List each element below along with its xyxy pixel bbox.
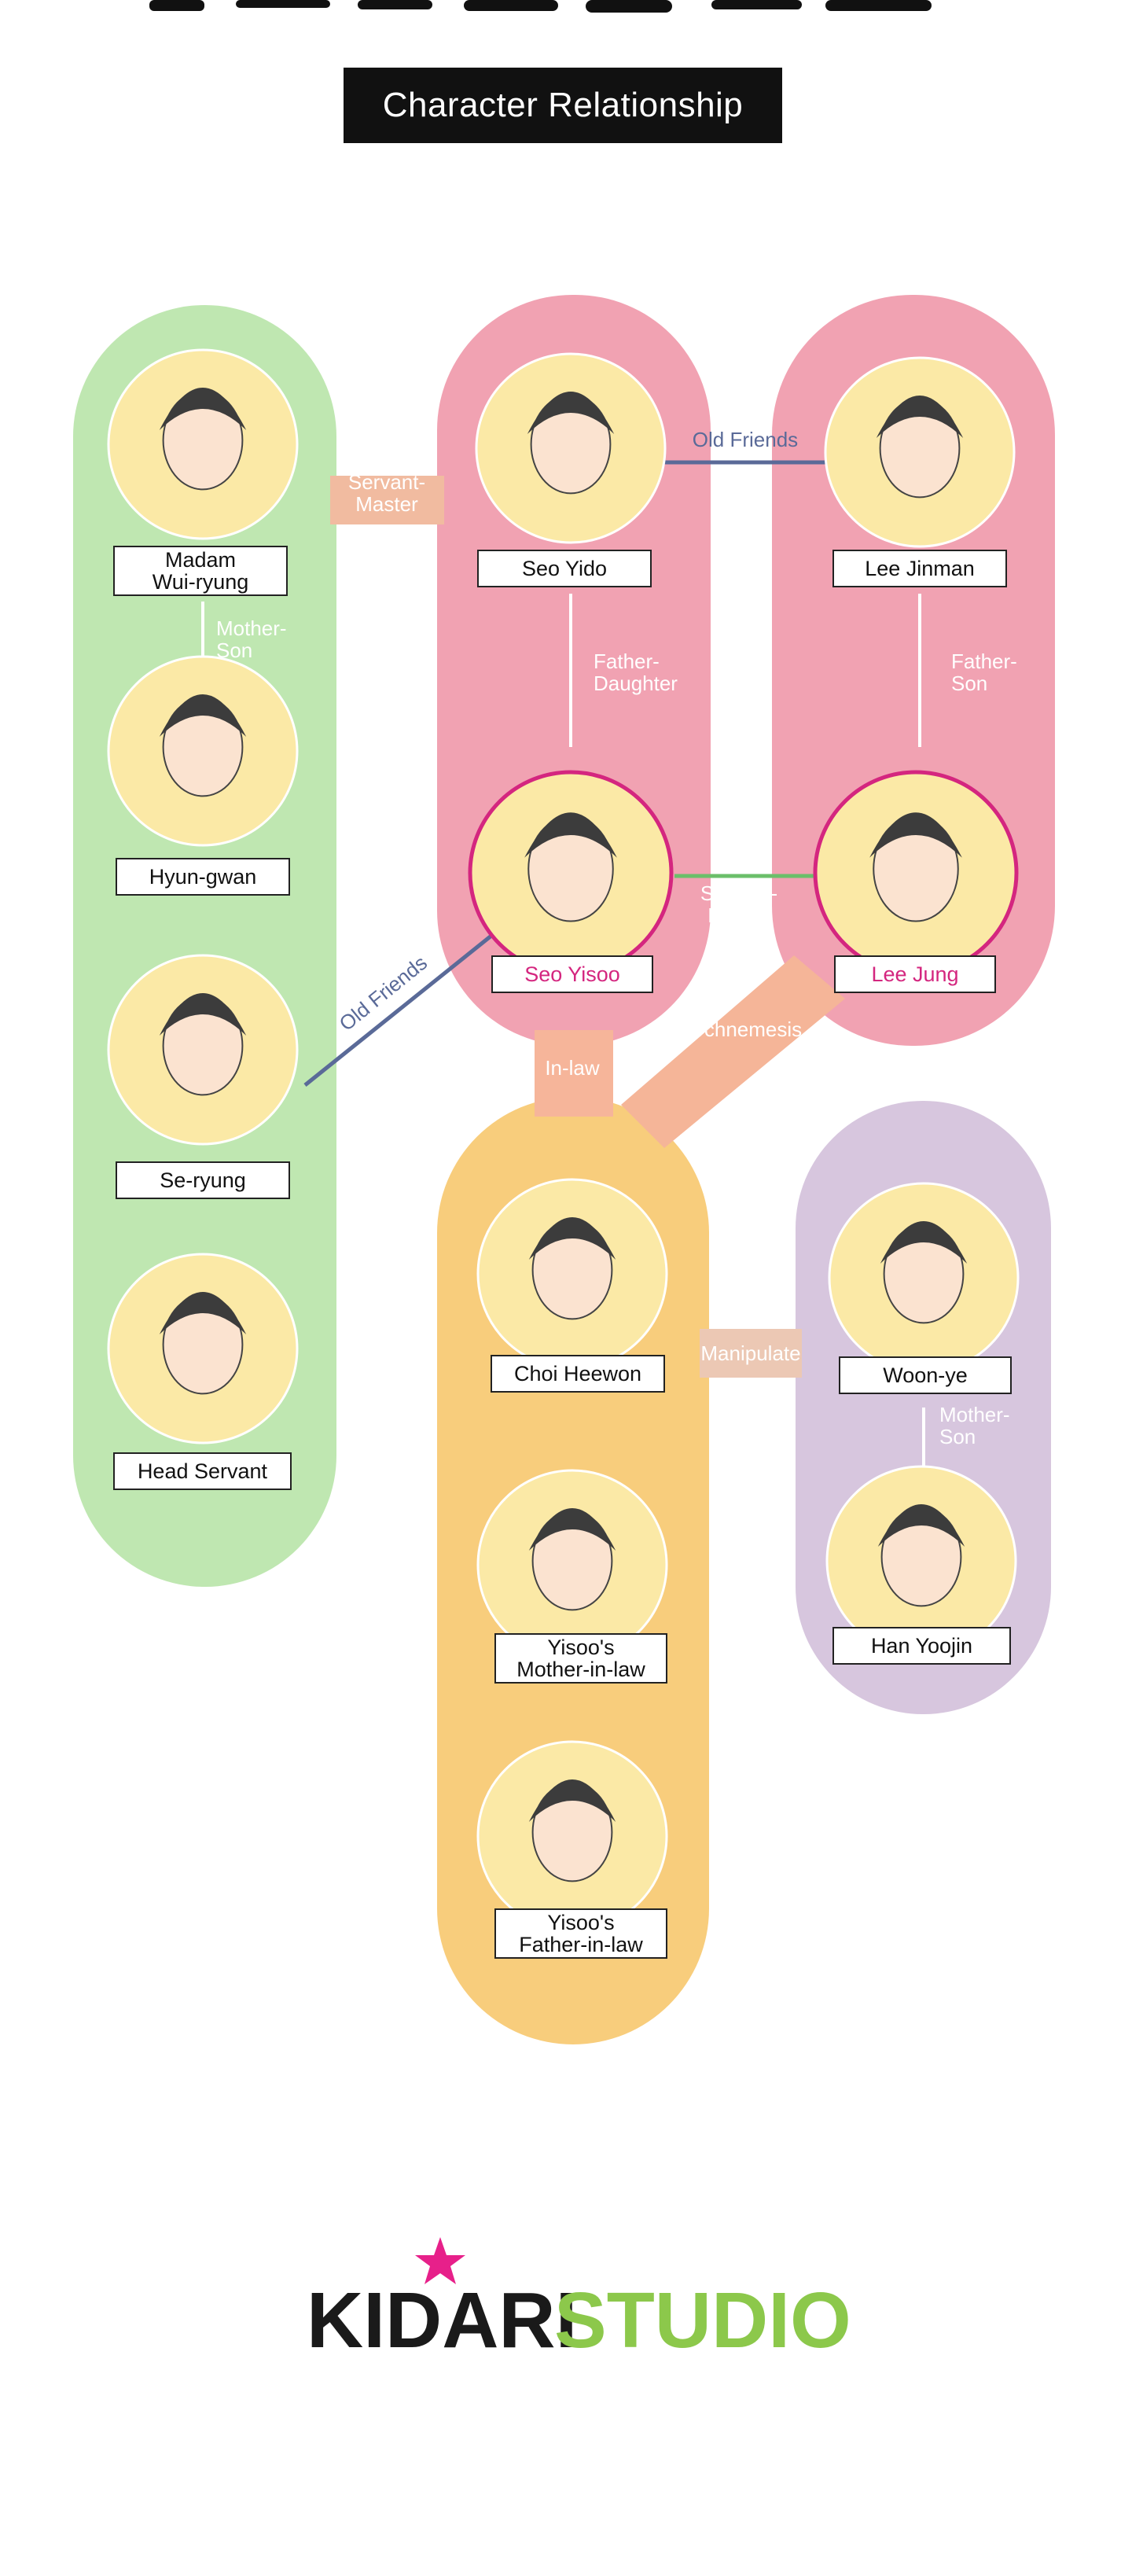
- relation-label-seoyisoo-choi: In-law: [545, 1056, 600, 1080]
- character-name: Lee Jinman: [865, 557, 975, 580]
- name-tag: [491, 955, 653, 993]
- relation-label-seoyido-seoyisoo: Father-Daughter: [594, 650, 678, 695]
- page-title: Character Relationship: [344, 68, 782, 143]
- character-leejung: Lee Jung: [813, 770, 1019, 993]
- relation-label-woonye-hanyoojin: Mother-Son: [939, 1403, 1010, 1448]
- portrait-hair-icon: [528, 1779, 616, 1822]
- connector-band-servant-master: [330, 476, 444, 524]
- name-tag: [477, 550, 652, 587]
- name-tag: [113, 546, 288, 596]
- portrait-hair-icon: [528, 1217, 616, 1260]
- character-leejinman: Lee Jinman: [824, 356, 1016, 587]
- portrait-hair-icon: [876, 396, 964, 438]
- cropped-title-logo-fragment: [149, 0, 932, 13]
- connector-band-manipulate: [700, 1329, 802, 1378]
- character-name: Head Servant: [138, 1459, 268, 1483]
- name-tag: [494, 1908, 667, 1959]
- character-name: Hyun-gwan: [149, 865, 257, 889]
- connector-band-inlaw: [535, 1030, 613, 1117]
- relation-label-choi-woonye: Manipulate: [700, 1341, 800, 1365]
- connector-band-archnemesis: [621, 955, 845, 1148]
- name-tag: [834, 955, 996, 993]
- portrait-hair-icon: [869, 812, 962, 858]
- portrait-hair-icon: [159, 694, 247, 737]
- portrait-hair-icon: [528, 1508, 616, 1551]
- name-tag: [832, 550, 1007, 587]
- name-tag: [116, 858, 290, 896]
- character-choiheewon: Choi Heewon: [476, 1178, 668, 1393]
- group-green: [73, 305, 336, 1587]
- character-seoyido: Seo Yido: [475, 352, 667, 587]
- character-hanyoojin: Han Yoojin: [825, 1465, 1017, 1665]
- relation-label-seoyido-leejinman: Old Friends: [693, 428, 798, 451]
- portrait-hair-icon: [159, 993, 247, 1036]
- portrait-hair-icon: [159, 1292, 247, 1334]
- kidari-studio-logo: KIDARI STUDIO: [307, 2237, 851, 2364]
- portrait-hair-icon: [524, 812, 617, 858]
- character-name: Se-ryung: [160, 1168, 246, 1192]
- name-tag: [832, 1627, 1011, 1665]
- character-name: Seo Yido: [522, 557, 607, 580]
- character-woonye: Woon-ye: [828, 1182, 1020, 1394]
- name-tag: [113, 1452, 292, 1490]
- character-headservant: Head Servant: [107, 1253, 299, 1490]
- character-name: Seo Yisoo: [524, 962, 620, 986]
- character-seoyisoo: Seo Yisoo: [468, 770, 674, 993]
- relation-label-madam-hyungwan: Mother-Son: [216, 616, 287, 662]
- name-tag: [116, 1161, 290, 1199]
- relation-label-seoyisoo-leejung: Servant-Master: [700, 881, 777, 927]
- name-tag: [839, 1356, 1012, 1394]
- portrait-hair-icon: [877, 1504, 965, 1547]
- logo-part-kidari: KIDARI: [307, 2276, 577, 2364]
- name-tag: [494, 1633, 667, 1684]
- logo-part-studio: STUDIO: [554, 2276, 851, 2364]
- name-tag: [491, 1355, 665, 1393]
- character-name: Choi Heewon: [514, 1362, 641, 1386]
- logo-star-icon: [415, 2237, 465, 2284]
- character-name: Lee Jung: [871, 962, 958, 986]
- portrait-hair-icon: [880, 1221, 968, 1264]
- line-seryung-seoyisoo: [303, 934, 493, 1087]
- relation-label-leejinman-leejung: Father-Son: [951, 650, 1017, 695]
- character-name: Woon-ye: [883, 1363, 968, 1387]
- character-name: Han Yoojin: [871, 1634, 972, 1658]
- relation-label-leejung-choi: Archnemesis: [684, 1018, 802, 1041]
- character-seryung: Se-ryung: [107, 954, 299, 1199]
- portrait-hair-icon: [159, 388, 247, 430]
- relation-label-madam-seoyido: Servant-Master: [348, 470, 425, 516]
- portrait-hair-icon: [527, 392, 615, 434]
- character-hyungwan: Hyun-gwan: [107, 655, 299, 896]
